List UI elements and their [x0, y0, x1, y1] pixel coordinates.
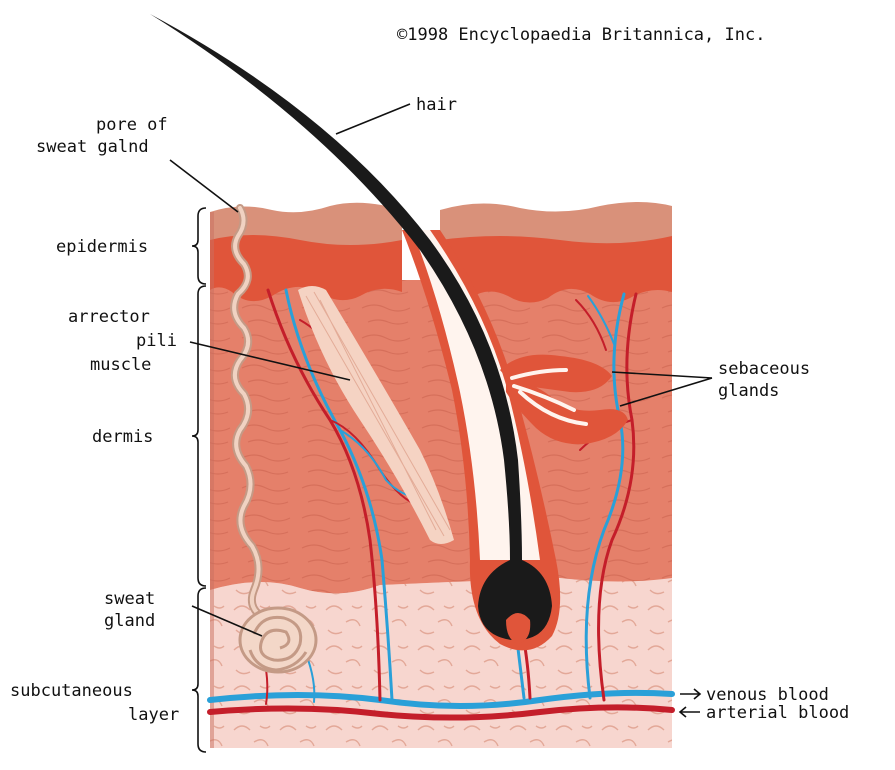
- subcutaneous-label-line1: subcutaneous: [10, 681, 133, 701]
- sweat-gland-label-line2: gland: [104, 611, 155, 631]
- epidermis-bracket: [192, 208, 206, 284]
- sebaceous-label-line1: sebaceous: [718, 359, 810, 379]
- arterial-blood-label: arterial blood: [706, 703, 849, 723]
- layer-brackets: [192, 208, 206, 752]
- pore-label-line2: sweat galnd: [36, 137, 149, 157]
- dermis-bracket: [192, 286, 206, 586]
- venous-blood-label: venous blood: [706, 685, 829, 705]
- pore-label-line1: pore of: [96, 115, 168, 135]
- arrector-label-line3: muscle: [90, 355, 151, 375]
- epidermis-label: epidermis: [56, 237, 148, 257]
- arterial-arrow: [680, 707, 700, 717]
- dermis-label: dermis: [92, 427, 153, 447]
- arrector-label-line1: arrector: [68, 307, 150, 327]
- pore-leader: [170, 160, 238, 212]
- arrector-label-line2: pili: [136, 331, 177, 351]
- subcutaneous-label-line2: layer: [128, 705, 179, 725]
- subcutaneous-bracket: [192, 588, 206, 752]
- hair-label: hair: [416, 95, 457, 115]
- sebaceous-label-line2: glands: [718, 381, 779, 401]
- sweat-gland-coil: [240, 608, 316, 672]
- sweat-gland-label-line1: sweat: [104, 589, 155, 609]
- copyright-text: ©1998 Encyclopaedia Britannica, Inc.: [397, 25, 765, 45]
- venous-arrow: [680, 689, 700, 699]
- hair-leader: [336, 104, 410, 134]
